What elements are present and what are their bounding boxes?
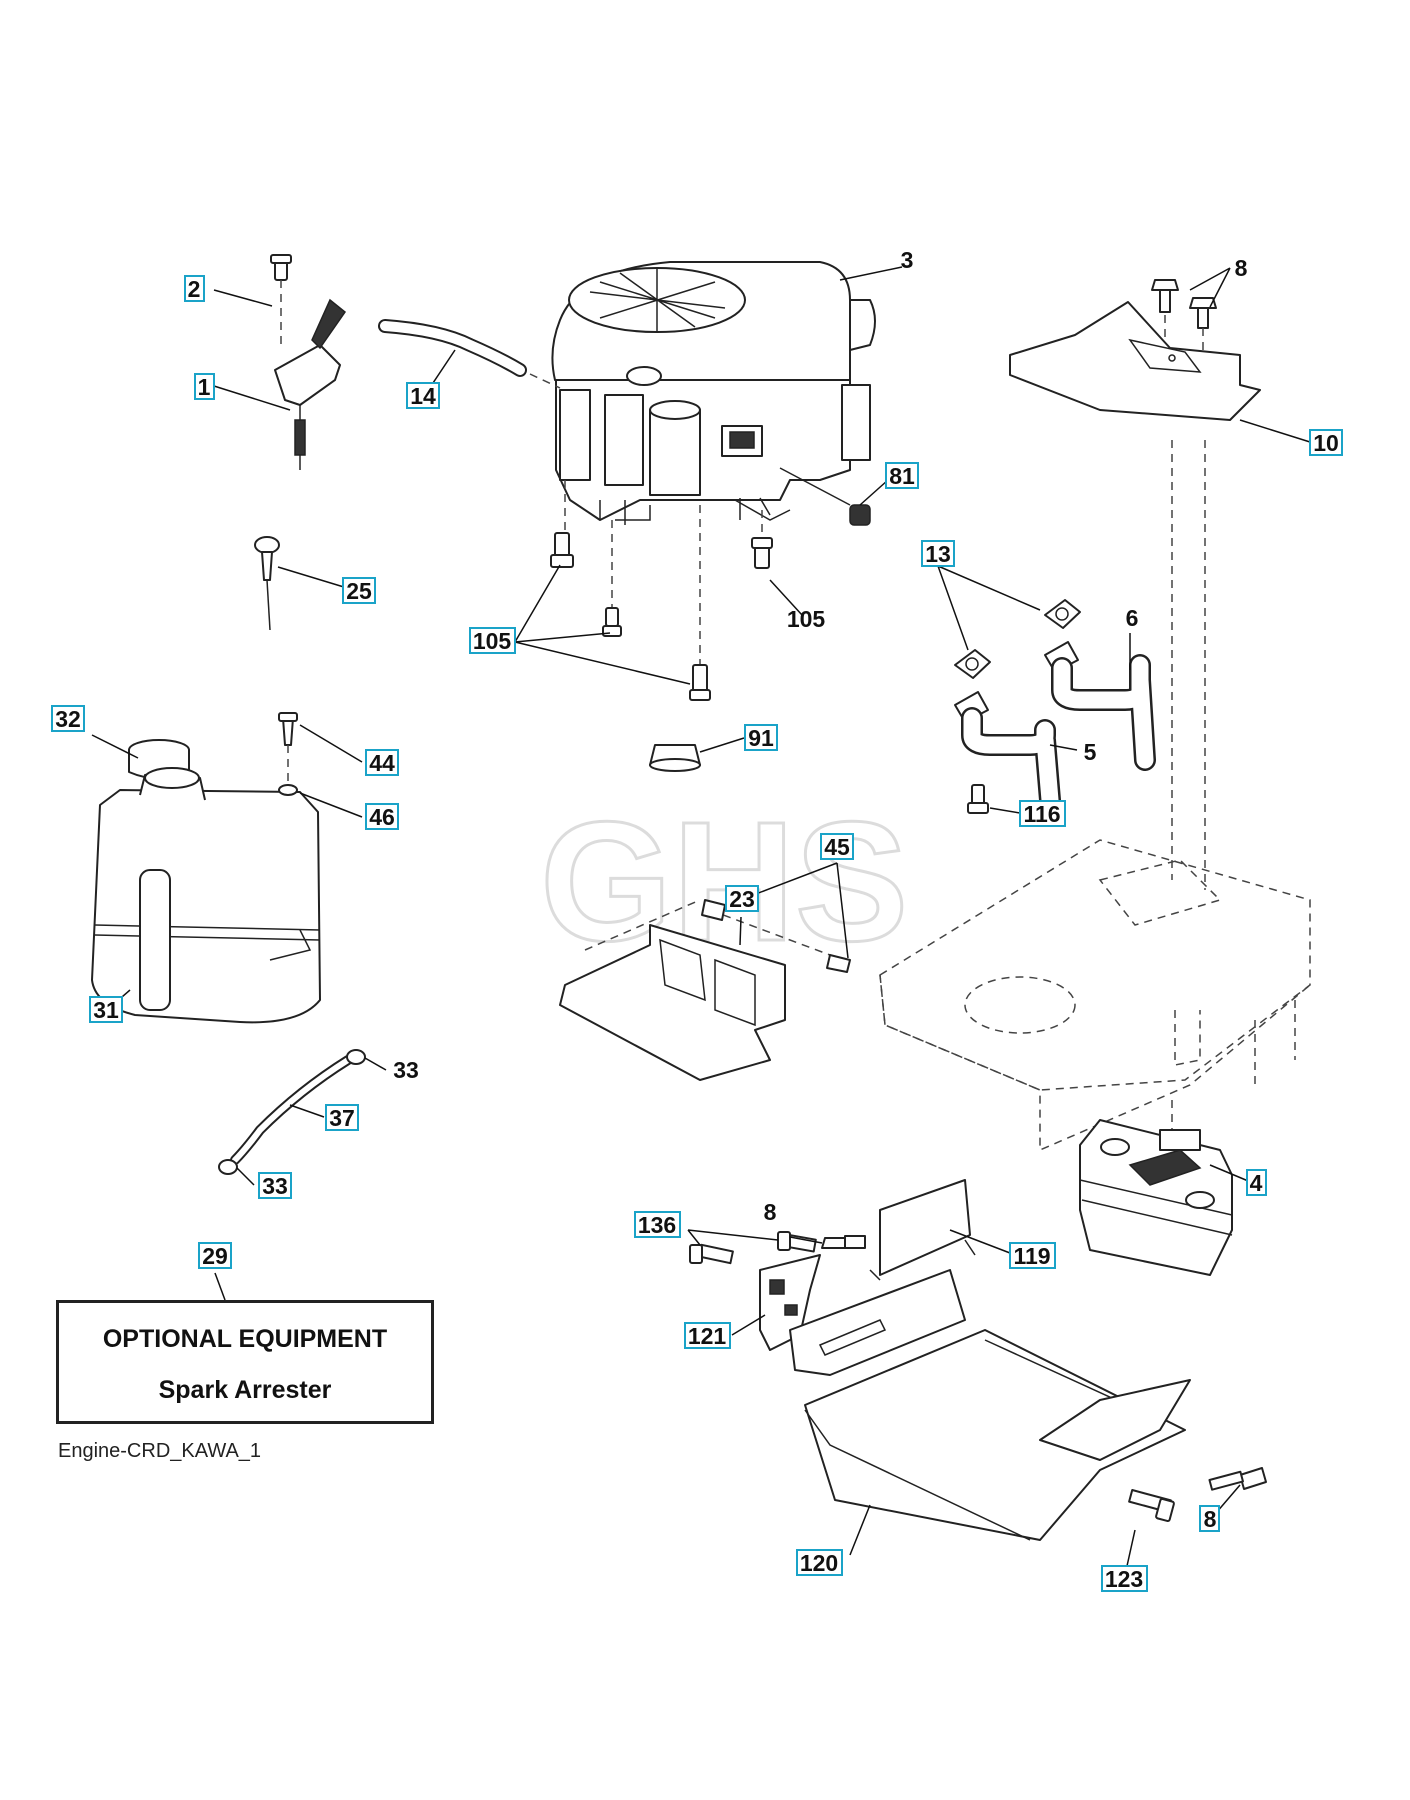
callout-46: 46: [365, 803, 399, 830]
optional-equipment-title: OPTIONAL EQUIPMENT: [102, 1325, 388, 1353]
svg-text:91: 91: [748, 725, 774, 751]
callout-29: 29: [198, 1242, 232, 1269]
callout-120: 120: [796, 1549, 843, 1576]
bolt-105-right: [751, 537, 773, 569]
fuel-tank-part: [91, 712, 321, 1024]
callout-8-bottom: 8: [1199, 1505, 1220, 1532]
svg-text:8: 8: [1204, 1506, 1217, 1532]
callout-4: 4: [1246, 1169, 1267, 1196]
callout-33-lower: 33: [258, 1172, 292, 1199]
callout-119: 119: [1009, 1242, 1056, 1269]
svg-text:3: 3: [901, 247, 914, 273]
callout-31: 31: [89, 996, 123, 1023]
callout-91: 91: [744, 724, 778, 751]
exhaust-gasket-13: [954, 599, 1081, 679]
exhaust-pipe-6: [1044, 641, 1156, 771]
callout-45: 45: [820, 833, 854, 860]
callout-136: 136: [634, 1211, 681, 1238]
svg-text:4: 4: [1250, 1170, 1263, 1196]
dipstick-25: [254, 536, 280, 631]
svg-text:29: 29: [202, 1243, 228, 1269]
svg-text:46: 46: [369, 804, 395, 830]
callout-81: 81: [885, 462, 919, 489]
throttle-control-part: [270, 254, 347, 470]
spacer-91: [649, 744, 701, 772]
callout-10: 10: [1309, 429, 1343, 456]
svg-text:25: 25: [346, 578, 372, 604]
callout-8-bracket: 8: [764, 1199, 777, 1225]
svg-text:120: 120: [800, 1550, 838, 1576]
callout-33-upper: 33: [393, 1057, 419, 1083]
bolt-136: [689, 1231, 817, 1265]
bracket-120: [804, 1329, 1191, 1541]
svg-text:1: 1: [198, 374, 211, 400]
callout-123: 123: [1101, 1565, 1148, 1592]
svg-text:23: 23: [729, 886, 755, 912]
bracket-119: [869, 1179, 976, 1281]
bolt-8-bracket: [821, 1235, 1267, 1491]
svg-text:119: 119: [1013, 1243, 1050, 1269]
callout-3: 3: [901, 247, 914, 273]
fuel-hose-14: [378, 319, 561, 389]
frame-bracket-center: [789, 1269, 966, 1376]
frame-outline: [879, 839, 1311, 1152]
heat-shield-10: [1009, 301, 1261, 421]
bracket-23: [559, 899, 851, 1081]
svg-text:8: 8: [1235, 255, 1248, 281]
svg-text:32: 32: [55, 706, 81, 732]
callout-116: 116: [1019, 800, 1066, 827]
engine-part: [551, 261, 876, 525]
svg-text:2: 2: [188, 276, 201, 302]
bolt-123: [1128, 1489, 1175, 1523]
bolt-8-upper: [1151, 279, 1217, 350]
svg-text:5: 5: [1084, 739, 1097, 765]
bolt-105-center: [602, 607, 622, 637]
callout-6: 6: [1126, 605, 1139, 631]
svg-text:37: 37: [329, 1105, 355, 1131]
callout-25: 25: [342, 577, 376, 604]
svg-text:123: 123: [1105, 1566, 1143, 1592]
bolt-105-left: [550, 532, 574, 568]
callout-14: 14: [406, 382, 440, 409]
spark-arrester-label: Spark Arrester: [158, 1376, 332, 1404]
svg-text:44: 44: [369, 750, 395, 776]
svg-text:105: 105: [787, 606, 826, 632]
svg-text:33: 33: [262, 1173, 288, 1199]
callout-105-right: 105: [787, 606, 826, 632]
svg-text:105: 105: [473, 628, 512, 654]
callout-2: 2: [184, 275, 205, 302]
svg-text:10: 10: [1313, 430, 1339, 456]
svg-text:6: 6: [1126, 605, 1139, 631]
svg-text:13: 13: [925, 541, 951, 567]
fuel-line-37: [218, 1049, 366, 1175]
callout-23: 23: [725, 885, 759, 912]
bolt-116: [967, 784, 989, 814]
callout-44: 44: [365, 749, 399, 776]
callout-32: 32: [51, 705, 85, 732]
nut-81: [779, 467, 871, 526]
callout-37: 37: [325, 1104, 359, 1131]
callout-1: 1: [194, 373, 215, 400]
optional-equipment-box: OPTIONAL EQUIPMENT Spark Arrester: [56, 1300, 434, 1424]
svg-text:14: 14: [410, 383, 436, 409]
svg-text:81: 81: [889, 463, 915, 489]
svg-text:45: 45: [824, 834, 850, 860]
bolt-105-lower: [689, 664, 711, 701]
exhaust-pipe-5: [954, 691, 1061, 811]
callout-121: 121: [684, 1322, 731, 1349]
svg-text:8: 8: [764, 1199, 777, 1225]
svg-text:136: 136: [638, 1212, 676, 1238]
svg-text:33: 33: [393, 1057, 419, 1083]
callout-5: 5: [1084, 739, 1097, 765]
callout-105-left: 105: [469, 627, 516, 654]
svg-text:121: 121: [688, 1323, 727, 1349]
callout-13: 13: [921, 540, 955, 567]
callout-8-top: 8: [1235, 255, 1248, 281]
svg-text:31: 31: [93, 997, 119, 1023]
muffler-4: [1079, 1119, 1233, 1276]
svg-text:116: 116: [1023, 801, 1060, 827]
diagram-id-caption: Engine-CRD_KAWA_1: [58, 1440, 262, 1462]
